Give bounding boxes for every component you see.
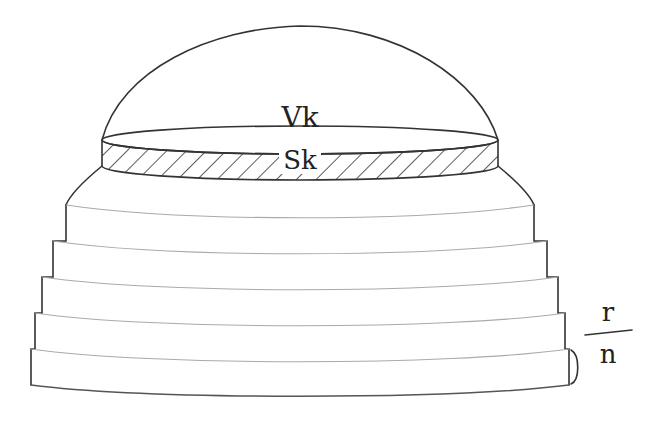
volume-label: Vk [281,104,318,132]
fraction-denominator: n [600,341,617,367]
area-label: Sk [279,146,321,174]
fraction-numerator: r [602,299,614,325]
